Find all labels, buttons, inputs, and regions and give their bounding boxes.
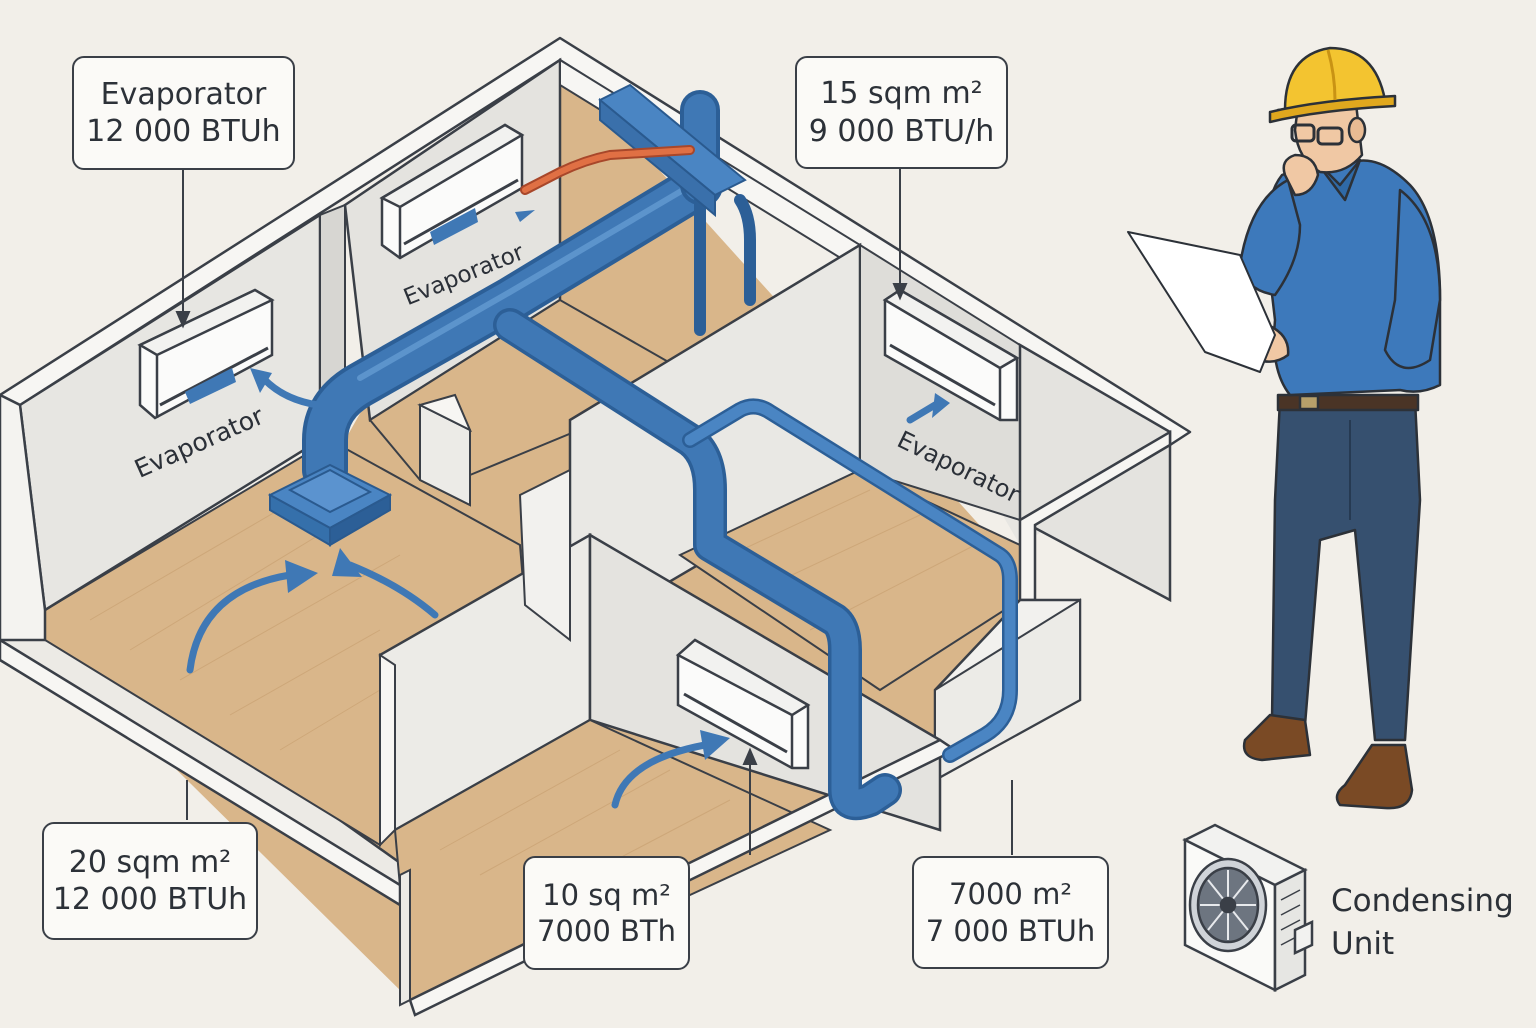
plenum-box xyxy=(598,83,747,218)
evaporator-unit-front xyxy=(675,638,811,770)
evaporator-unit-left xyxy=(137,288,275,420)
diffuser-box xyxy=(267,463,393,547)
callout-bottom-right: 7000 m² 7 000 BTUh xyxy=(912,856,1109,969)
callout-top-left: Evaporator 12 000 BTUh xyxy=(72,56,295,170)
callout-bottom-left: 20 sqm m² 12 000 BTUh xyxy=(42,822,258,940)
engineer-figure xyxy=(1127,46,1442,810)
callout-top-left-line2: 12 000 BTUh xyxy=(86,114,281,149)
callout-bottom-right-line1: 7000 m² xyxy=(949,877,1072,912)
callout-bottom-center-line2: 7000 BTh xyxy=(536,914,676,948)
callout-bottom-left-line1: 20 sqm m² xyxy=(68,844,232,880)
callout-leaders xyxy=(175,167,1013,855)
condensing-unit-label: Condensing Unit xyxy=(1331,880,1514,967)
callout-bottom-right-line2: 7 000 BTUh xyxy=(925,913,1096,948)
callout-top-right-line2: 9 000 BTU/h xyxy=(808,113,995,149)
airflow-arrows xyxy=(186,376,939,809)
callout-bottom-center: 10 sq m² 7000 BTh xyxy=(523,856,690,970)
callout-top-right: 15 sqm m² 9 000 BTU/h xyxy=(795,56,1008,169)
callout-bottom-left-line2: 12 000 BTUh xyxy=(52,882,248,917)
condensing-unit-label-line1: Condensing xyxy=(1331,883,1514,919)
condensing-unit-label-line2: Unit xyxy=(1331,926,1395,963)
callout-top-left-line1: Evaporator xyxy=(100,76,267,112)
callout-bottom-center-line1: 10 sq m² xyxy=(542,877,671,912)
callout-top-right-line1: 15 sqm m² xyxy=(820,76,983,111)
ductwork xyxy=(302,90,1018,821)
condensing-unit xyxy=(1182,823,1314,993)
